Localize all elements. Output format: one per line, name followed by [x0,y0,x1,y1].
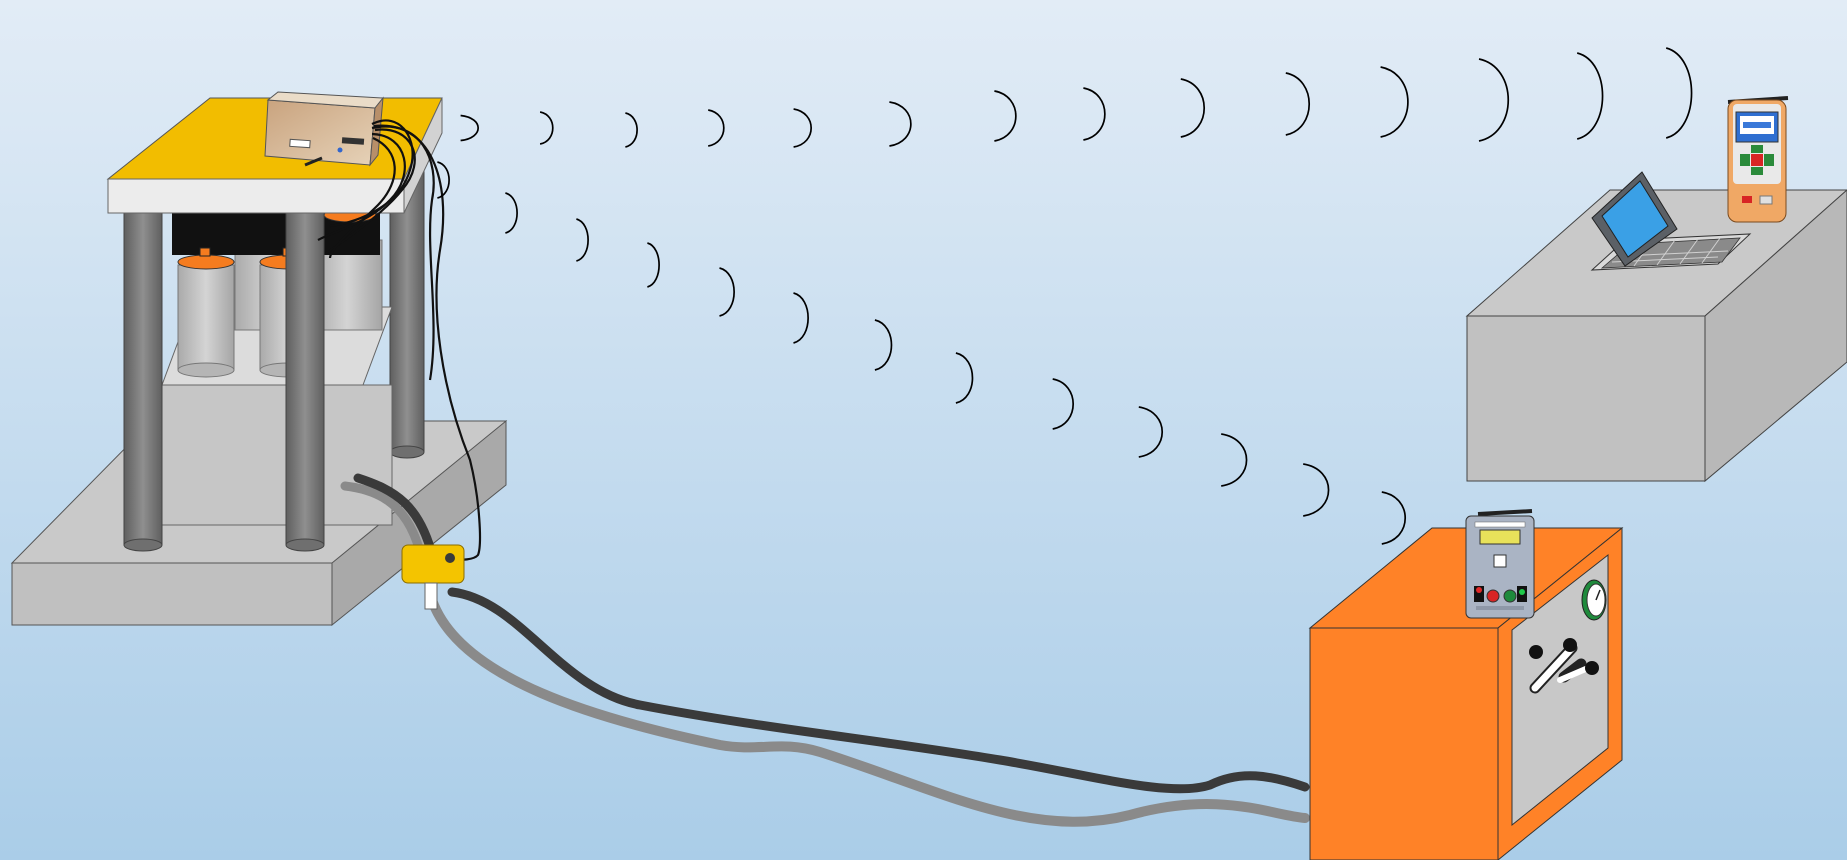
pump-front [1310,628,1498,860]
desk-front [1467,316,1705,481]
controller-device-icon [1466,511,1534,618]
press-column-front-left [124,205,162,545]
pressure-gauge-icon [1582,580,1606,620]
handheld-terminal-icon [1728,98,1788,222]
press-column-front-right [286,205,324,545]
press-lower-block [162,385,392,525]
press-base-front [12,563,332,625]
wireless-transmitter-box-icon [265,92,383,165]
press-top-plate-front [108,179,404,213]
